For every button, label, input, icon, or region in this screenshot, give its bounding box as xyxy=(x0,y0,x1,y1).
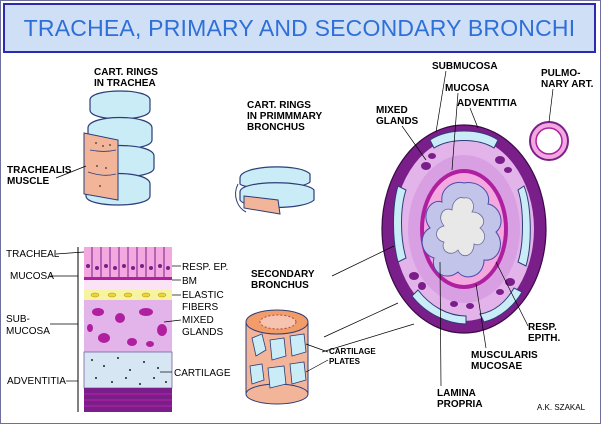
svg-text:RESP.: RESP. xyxy=(528,322,557,333)
svg-text:ELASTIC: ELASTIC xyxy=(182,290,224,301)
slide-title: TRACHEA, PRIMARY AND SECONDARY BRONCHI xyxy=(23,14,576,41)
label-secondary-bronchus: SECONDARY BRONCHUS xyxy=(251,269,315,291)
svg-text:FIBERS: FIBERS xyxy=(182,302,218,313)
svg-text:SUB-: SUB- xyxy=(6,314,30,325)
svg-text:SECONDARY: SECONDARY xyxy=(251,269,315,280)
svg-text:CART. RINGS: CART. RINGS xyxy=(94,67,158,78)
svg-text:SUBMUCOSA: SUBMUCOSA xyxy=(432,61,498,72)
title-banner: TRACHEA, PRIMARY AND SECONDARY BRONCHI xyxy=(3,3,596,53)
svg-text:TRACHEALIS: TRACHEALIS xyxy=(7,165,72,176)
svg-text:MUCOSA: MUCOSA xyxy=(6,326,50,337)
svg-text:CART. RINGS: CART. RINGS xyxy=(247,100,311,111)
label-cart-rings-primary: CART. RINGS IN PRIMMMARY BRONCHUS xyxy=(247,100,323,133)
label-cartilage-plates: CARTILAGE PLATES xyxy=(305,343,376,373)
svg-text:TRACHEAL: TRACHEAL xyxy=(6,249,60,260)
tracheal-wall-section xyxy=(77,247,173,412)
svg-text:LAMINA: LAMINA xyxy=(437,388,476,399)
label-cart-rings-trachea: CART. RINGS IN TRACHEA xyxy=(94,67,158,89)
svg-text:IN TRACHEA: IN TRACHEA xyxy=(94,78,156,89)
svg-text:CARTILAGE: CARTILAGE xyxy=(329,347,376,356)
svg-text:MIXED: MIXED xyxy=(182,315,214,326)
svg-text:ADVENTITIA: ADVENTITIA xyxy=(457,98,517,109)
svg-text:BRONCHUS: BRONCHUS xyxy=(247,122,305,133)
svg-text:MIXED: MIXED xyxy=(376,105,408,116)
svg-text:MUCOSAE: MUCOSAE xyxy=(471,361,522,372)
svg-text:RESP. EP.: RESP. EP. xyxy=(182,262,228,273)
svg-text:BM: BM xyxy=(182,276,197,287)
secondary-bronchus-illustration xyxy=(245,309,309,405)
svg-text:CARTILAGE: CARTILAGE xyxy=(174,368,231,379)
svg-text:ADVENTITIA: ADVENTITIA xyxy=(7,376,66,387)
svg-text:BRONCHUS: BRONCHUS xyxy=(251,280,309,291)
svg-text:MUSCULARIS: MUSCULARIS xyxy=(471,350,538,361)
primary-bronchus-illustration xyxy=(235,166,315,215)
svg-text:GLANDS: GLANDS xyxy=(182,327,223,338)
svg-text:IN PRIMMMARY: IN PRIMMMARY xyxy=(247,111,323,122)
svg-text:MUCOSA: MUCOSA xyxy=(445,83,489,94)
svg-text:PULMO-: PULMO- xyxy=(541,68,580,79)
svg-text:GLANDS: GLANDS xyxy=(376,116,419,127)
svg-text:MUSCLE: MUSCLE xyxy=(7,176,50,187)
cross-section-labels: SUBMUCOSA MUCOSA ADVENTITIA MIXED GLANDS… xyxy=(321,61,594,412)
tracheal-wall-labels: TRACHEAL MUCOSA SUB- MUCOSA ADVENTITIA R… xyxy=(6,249,231,387)
label-trachealis-muscle: TRACHEALIS MUSCLE xyxy=(7,165,87,187)
trachea-illustration xyxy=(83,90,155,206)
svg-text:NARY ART.: NARY ART. xyxy=(541,79,594,90)
bronchus-cross-section xyxy=(381,121,569,334)
svg-text:A.K. SZAKAL: A.K. SZAKAL xyxy=(537,403,586,412)
svg-text:PLATES: PLATES xyxy=(329,357,361,366)
svg-text:MUCOSA: MUCOSA xyxy=(10,271,54,282)
svg-text:PROPRIA: PROPRIA xyxy=(437,399,483,410)
svg-text:EPITH.: EPITH. xyxy=(528,333,560,344)
